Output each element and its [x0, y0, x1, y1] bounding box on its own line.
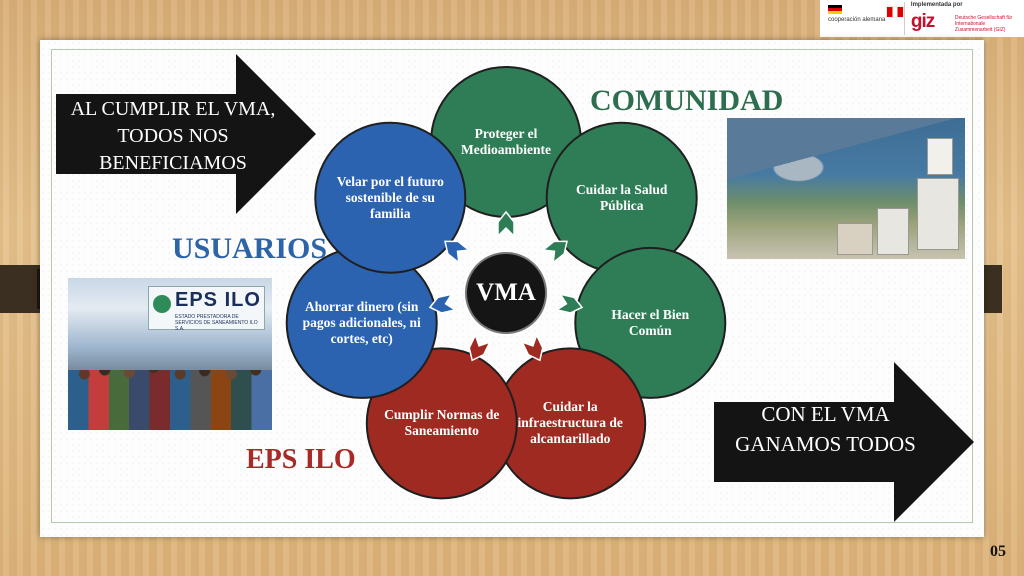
- vma-center-circle: [465, 252, 547, 334]
- left-arrow-text: AL CUMPLIR EL VMA, TODOS NOS BENEFICIAMO…: [70, 98, 276, 174]
- node-label-velar: Velar por el futuro sostenible de su fam…: [336, 173, 444, 221]
- node-circle-velar: [314, 121, 467, 274]
- sign-subtitle: ESTADO PRESTADORA DE SERVICIOS DE SANEAM…: [175, 314, 258, 332]
- node-label-bien: Hacer el Bien Común: [611, 306, 690, 338]
- crowd-of-people: [68, 370, 272, 430]
- eps-ilo-label: EPS ILO: [246, 444, 356, 475]
- vma-center-label: VMA: [476, 279, 536, 306]
- cooperation-text: cooperación alemana: [828, 17, 886, 23]
- peru-flag-icon: [886, 6, 904, 18]
- chevron-arrow-icon-proteger: [497, 210, 515, 238]
- right-arrow-text: CON EL VMA GANAMOS TODOS: [735, 402, 916, 456]
- node-label-salud: Cuidar la Salud Pública: [576, 181, 668, 213]
- giz-wordmark: giz: [910, 11, 935, 32]
- giz-fullname: Deutsche Gesellschaft für Internationale…: [954, 15, 1013, 33]
- coastal-city-photo: [727, 118, 965, 259]
- giz-logo: Implementada por giz Deutsche Gesellscha…: [903, 2, 1020, 35]
- node-label-infra: Cuidar la infraestructura de alcantarill…: [517, 399, 623, 447]
- eps-ilo-crowd-photo: EPS ILO ESTADO PRESTADORA DE SERVICIOS D…: [68, 278, 272, 430]
- chevron-arrow-icon-infra: [520, 333, 544, 362]
- node-label-ahorrar: Ahorrar dinero (sin pagos adicionales, n…: [302, 298, 421, 346]
- node-label-normas: Cumplir Normas de Saneamiento: [384, 407, 500, 439]
- slide-frame: [51, 49, 973, 523]
- comunidad-label: COMUNIDAD: [590, 84, 784, 117]
- node-label-proteger: Proteger el Medioambiente: [461, 126, 551, 157]
- eps-ilo-sign: EPS ILO ESTADO PRESTADORA DE SERVICIOS D…: [148, 286, 265, 332]
- sign-title: EPS ILO: [175, 289, 261, 311]
- nodes-layer: [285, 66, 727, 500]
- right-arrow-shape: [714, 362, 974, 522]
- cooperacion-alemana-logo: cooperación alemana: [824, 2, 904, 35]
- chevron-arrow-icon-bien: [554, 293, 584, 314]
- germany-flag-icon: [828, 5, 842, 14]
- usuarios-label: USUARIOS: [172, 232, 328, 265]
- chevrons-layer: [428, 210, 584, 362]
- partner-logos: cooperación alemana Implementada por giz…: [820, 0, 1024, 37]
- chevron-arrow-icon-ahorrar: [428, 293, 458, 314]
- left-arrow-shape: [56, 54, 316, 214]
- chevron-arrow-icon-normas: [468, 333, 492, 362]
- chevron-arrow-icon-salud: [541, 240, 568, 265]
- page-number: 05: [990, 543, 1006, 560]
- chevron-arrow-icon-velar: [444, 240, 471, 265]
- implemented-by-text: Implementada por: [910, 2, 963, 8]
- left-binder-tab: [0, 265, 40, 313]
- eps-logo-icon: [153, 295, 171, 313]
